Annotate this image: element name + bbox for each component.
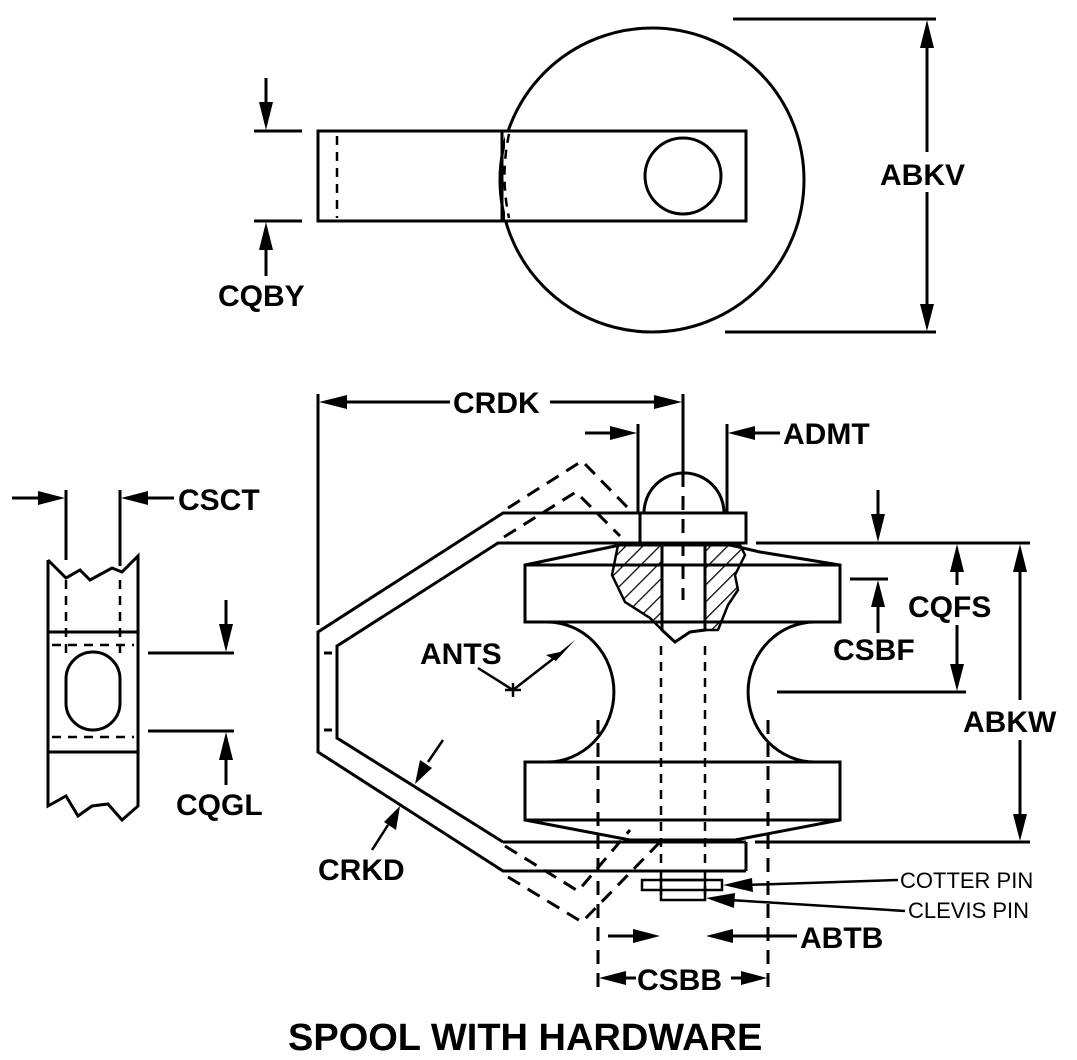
dimension-label-admt: ADMT — [783, 418, 870, 451]
hidden-flange-arc — [503, 133, 511, 219]
dimension-abkw: ABKW — [755, 544, 1057, 844]
spool-flange-circle — [498, 26, 806, 334]
dimension-cqgl: CQGL — [148, 600, 263, 822]
bracket-side-section — [46, 630, 140, 754]
dimension-label-ants: ANTS — [420, 638, 502, 671]
bracket-lower-broken — [46, 752, 140, 823]
dimension-label-csbf: CSBF — [833, 634, 915, 667]
dimension-csbf: CSBF — [833, 577, 915, 667]
dimension-label-csbb: CSBB — [637, 964, 722, 997]
dimension-label-abkv: ABKV — [880, 159, 965, 192]
phantom-bracket-top-outer — [507, 459, 634, 514]
dimension-label-crdk: CRDK — [453, 387, 540, 420]
spool-upper-flange — [523, 543, 842, 624]
clevis-pin-hole — [643, 136, 723, 216]
spool-right-concave — [746, 620, 816, 764]
dimension-crdk: CRDK — [316, 387, 685, 625]
dimension-abtb: ABTB — [608, 922, 883, 955]
slot-opening — [64, 650, 122, 732]
dimension-crkd: CRKD — [318, 739, 445, 887]
drawing-title: SPOOL WITH HARDWARE — [288, 1017, 762, 1059]
phantom-bracket-bottom-inner — [504, 829, 632, 893]
bracket-top-view — [316, 129, 748, 223]
dimension-admt: ADMT — [585, 418, 870, 513]
cotter-pin — [640, 878, 724, 892]
dimension-label-cqfs: CQFS — [908, 591, 991, 624]
spool-left-concave — [546, 620, 616, 764]
dimension-label-abkw: ABKW — [963, 706, 1057, 739]
callout-label-cotter-pin: COTTER PIN — [900, 868, 1033, 893]
bracket-inner-contour — [335, 541, 746, 844]
dimension-cqfs: CQFS — [756, 490, 1030, 694]
top-view: CQBY ABKV — [218, 17, 965, 334]
callout-label-clevis-pin: CLEVIS PIN — [908, 898, 1029, 923]
dimension-label-cqby: CQBY — [218, 280, 305, 313]
callout-cotter-pin: COTTER PIN — [723, 868, 1033, 893]
side-view: CSCT CQGL — [12, 484, 263, 823]
bracket-upper-broken — [46, 552, 140, 634]
cutaway-section-left — [610, 543, 664, 634]
clevis-pin-end — [659, 878, 707, 902]
dimension-label-csct: CSCT — [178, 484, 260, 517]
bracket-top-plate — [638, 511, 748, 545]
dimension-label-cqgl: CQGL — [176, 789, 263, 822]
dimension-ants: ANTS — [420, 638, 575, 697]
front-view: ANTS CRKD CRDK ADMT — [316, 387, 1057, 997]
dimension-csbb: CSBB — [599, 964, 767, 997]
dimension-cqby: CQBY — [218, 78, 305, 313]
phantom-bracket-bottom-outer — [507, 840, 662, 924]
dimension-label-crkd: CRKD — [318, 854, 405, 887]
pin-shank — [660, 543, 707, 644]
cutaway-section-right — [703, 543, 747, 632]
phantom-bracket-top-inner — [503, 490, 622, 539]
spool-lower-flange — [523, 760, 842, 842]
dimension-abkv: ABKV — [725, 17, 965, 334]
dimension-label-abtb: ABTB — [800, 922, 883, 955]
callout-clevis-pin: CLEVIS PIN — [706, 893, 1029, 923]
dimension-csct: CSCT — [12, 484, 260, 566]
